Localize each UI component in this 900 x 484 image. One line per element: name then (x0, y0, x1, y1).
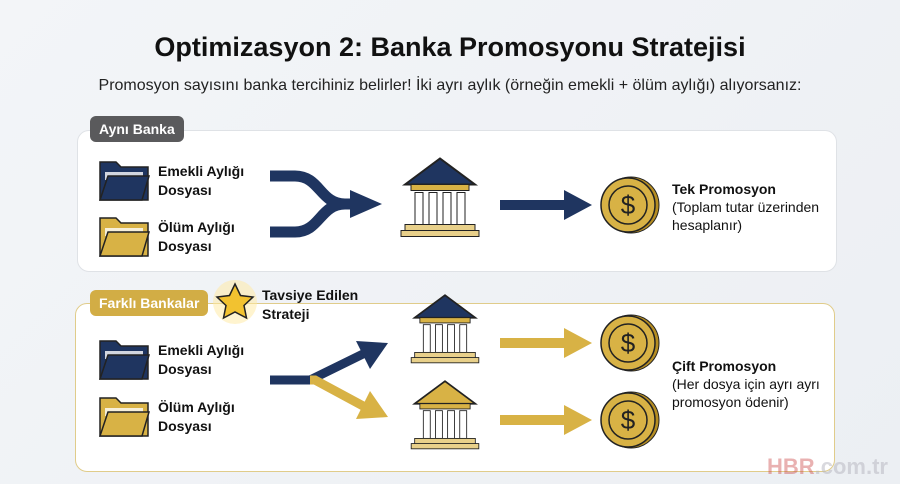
folder-icon (98, 337, 150, 381)
result-desc: (Toplam tutar üzerinden hesaplanır) (672, 199, 820, 233)
file2-label: Ölüm Aylığı Dosyası (158, 399, 235, 434)
coin-icon (600, 390, 660, 450)
subtitle: Promosyon sayısını banka tercihiniz beli… (98, 77, 802, 94)
star-icon (213, 280, 257, 324)
coin-icon (600, 313, 660, 373)
recommended-label: Tavsiye Edilen Strateji (262, 287, 359, 322)
same-bank-tag: Aynı Banka (90, 116, 184, 142)
arrow-right-icon (500, 328, 592, 358)
split-arrow-icon (270, 341, 388, 419)
file1-label: Emekli Aylığı Dosyası (158, 342, 245, 377)
result-title: Çift Promosyon (672, 358, 777, 374)
file1-label: Emekli Aylığı Dosyası (158, 163, 245, 198)
file2-label: Ölüm Aylığı Dosyası (158, 219, 235, 254)
bank-icon (395, 150, 485, 245)
coin-icon (600, 175, 660, 235)
result-title: Tek Promosyon (672, 181, 776, 197)
single-promo-result: Tek Promosyon (Toplam tutar üzerinden hes… (672, 180, 832, 234)
folder-icon (98, 394, 150, 438)
bank-icon (405, 376, 485, 454)
result-desc: (Her dosya için ayrı ayrı promosyon öden… (672, 376, 820, 410)
arrow-right-icon (500, 405, 592, 435)
double-promo-result: Çift Promosyon (Her dosya için ayrı ayrı … (672, 357, 832, 411)
page-title: Optimizasyon 2: Banka Promosyonu Stratej… (154, 32, 746, 62)
folder-icon (98, 214, 150, 258)
arrow-right-icon (500, 190, 592, 220)
different-banks-tag: Farklı Bankalar (90, 290, 209, 316)
bank-icon (405, 290, 485, 368)
merge-arrow-icon (270, 170, 382, 238)
folder-icon (98, 158, 150, 202)
watermark-logo: HBR.com.tr (766, 454, 888, 479)
